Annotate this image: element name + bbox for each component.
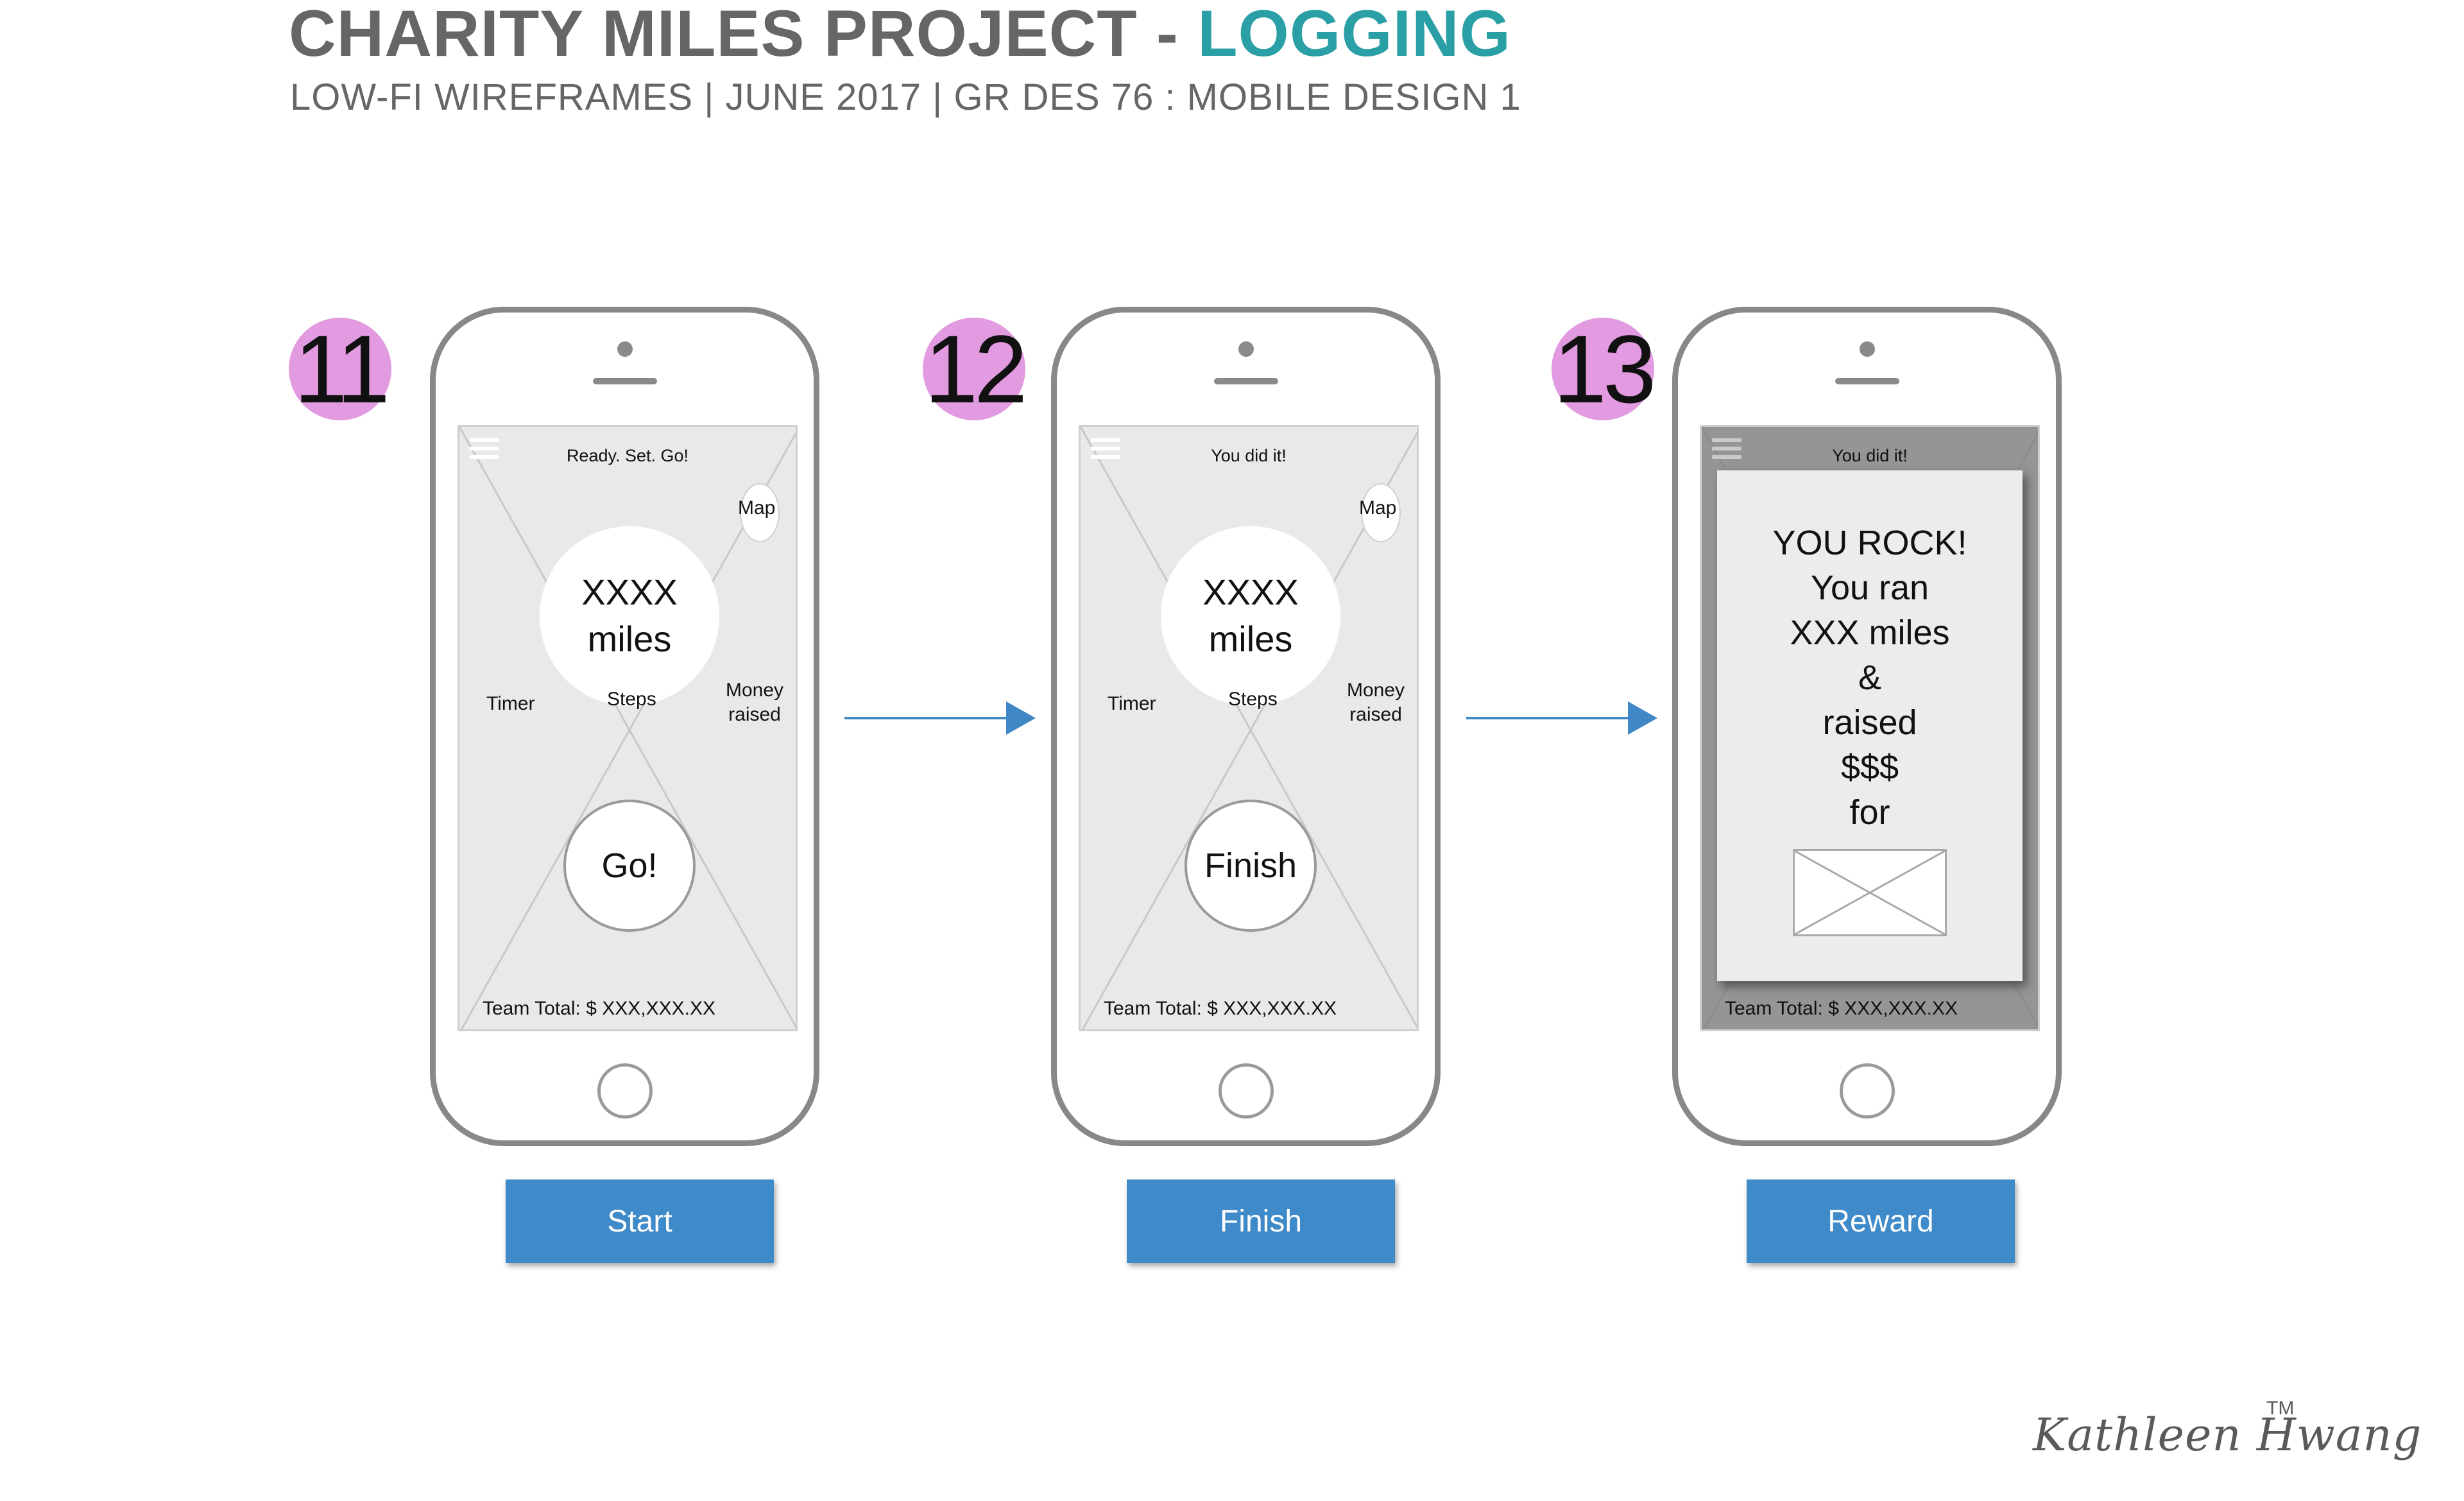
trademark-mark: TM: [2266, 1398, 2295, 1419]
speaker-icon: [593, 378, 657, 384]
map-label: Map: [1359, 497, 1397, 519]
team-total-text: Team Total: $ XXX,XXX.XX: [483, 998, 715, 1019]
steps-label: Steps: [1228, 689, 1278, 710]
modal-text-line: XXX miles: [1790, 613, 1950, 652]
modal-headline: YOU ROCK!: [1772, 524, 1967, 562]
phone-frame-11: Ready. Set. Go! Map XXXX miles Timer Ste…: [430, 307, 819, 1146]
status-text: You did it!: [1211, 446, 1287, 465]
page-title-accent: LOGGING: [1197, 0, 1511, 70]
hamburger-menu-icon[interactable]: [470, 438, 499, 463]
miles-display: XXXX miles: [1161, 526, 1340, 706]
go-button[interactable]: Go!: [563, 800, 696, 932]
timer-label: Timer: [486, 693, 535, 714]
map-button[interactable]: [1361, 483, 1401, 542]
finish-button[interactable]: Finish: [1185, 800, 1317, 932]
miles-value: XXXX: [1202, 572, 1299, 613]
phone-frame-13: You did it! YOU ROCK! You ran XXX miles …: [1672, 307, 2062, 1146]
status-text: Ready. Set. Go!: [566, 446, 689, 465]
phone-screen-11: Ready. Set. Go! Map XXXX miles Timer Ste…: [458, 425, 798, 1031]
phone-screen-13: You did it! YOU ROCK! You ran XXX miles …: [1700, 425, 2040, 1031]
arrow-right-icon: [844, 717, 1009, 719]
modal-text-line: raised: [1822, 703, 1917, 742]
phone-screen-12: You did it! Map XXXX miles Timer Steps M…: [1079, 425, 1419, 1031]
map-label: Map: [738, 497, 776, 519]
step-badge-13: 13: [1552, 318, 1656, 420]
camera-icon: [617, 341, 633, 357]
step-badge-12: 12: [923, 318, 1027, 420]
finish-label-button[interactable]: Finish: [1127, 1179, 1395, 1263]
status-text: You did it!: [1832, 446, 1908, 465]
page-subtitle: LOW-FI WIREFRAMES | JUNE 2017 | GR DES 7…: [290, 76, 1521, 118]
home-button[interactable]: [1840, 1063, 1895, 1119]
timer-label: Timer: [1108, 693, 1156, 714]
phone-frame-12: You did it! Map XXXX miles Timer Steps M…: [1051, 307, 1441, 1146]
team-total-text: Team Total: $ XXX,XXX.XX: [1104, 998, 1337, 1019]
camera-icon: [1860, 341, 1875, 357]
speaker-icon: [1214, 378, 1278, 384]
arrow-head-icon: [1628, 701, 1657, 735]
hamburger-menu-icon: [1712, 438, 1741, 463]
arrow-right-icon: [1466, 717, 1630, 719]
page-title: CHARITY MILES PROJECT - LOGGING: [289, 0, 1511, 69]
miles-display: XXXX miles: [540, 526, 719, 706]
speaker-icon: [1835, 378, 1899, 384]
modal-text-line: $$$: [1840, 748, 1899, 787]
arrow-head-icon: [1006, 701, 1036, 735]
image-placeholder-icon: [1793, 849, 1947, 936]
modal-text-line: &: [1858, 658, 1882, 697]
modal-text-line: You ran: [1810, 569, 1929, 607]
steps-label: Steps: [607, 689, 656, 710]
team-total-text: Team Total: $ XXX,XXX.XX: [1725, 998, 1958, 1019]
camera-icon: [1238, 341, 1254, 357]
step-badge-11: 11: [289, 318, 391, 420]
home-button[interactable]: [1219, 1063, 1274, 1119]
reward-label-button[interactable]: Reward: [1747, 1179, 2015, 1263]
home-button[interactable]: [597, 1063, 653, 1119]
author-signature: Kathleen Hwang: [2033, 1409, 2422, 1461]
reward-modal[interactable]: YOU ROCK! You ran XXX miles & raised $$$…: [1717, 470, 2023, 981]
miles-unit: miles: [1208, 619, 1293, 659]
miles-value: XXXX: [581, 572, 678, 613]
hamburger-menu-icon[interactable]: [1091, 438, 1120, 463]
map-button[interactable]: [740, 483, 780, 542]
start-label-button[interactable]: Start: [506, 1179, 774, 1263]
miles-unit: miles: [587, 619, 672, 659]
modal-text-line: for: [1849, 793, 1890, 832]
